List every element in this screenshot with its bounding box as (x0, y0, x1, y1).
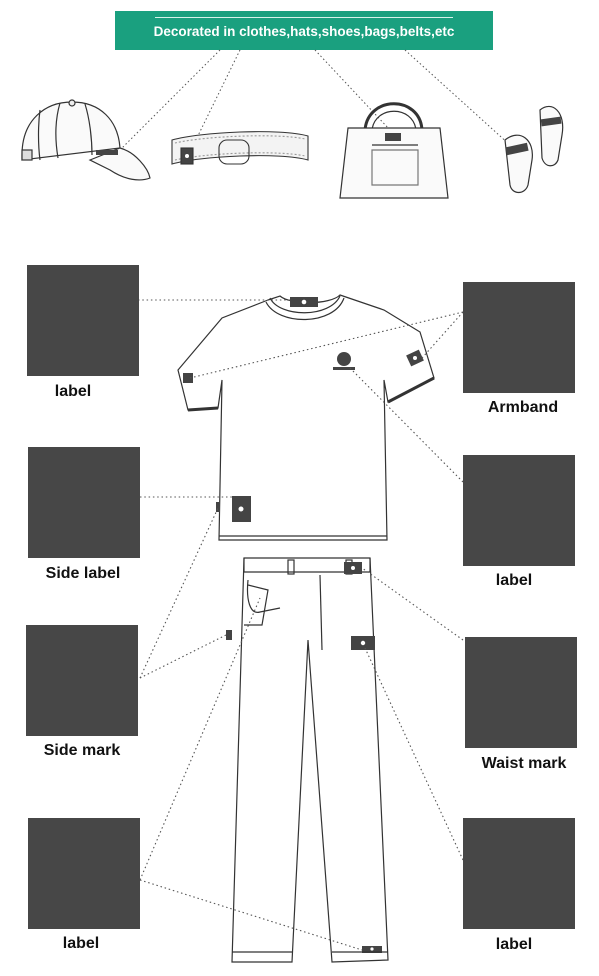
label-swatch-right-2 (463, 455, 575, 566)
leader-lines (138, 299, 464, 951)
caption-right-2: label (495, 572, 533, 589)
label-swatch-right-4 (463, 818, 575, 929)
armband-swatch (463, 282, 575, 393)
banner-rule (155, 17, 453, 18)
banner-connectors (119, 49, 511, 153)
caption-right-4: label (495, 936, 533, 953)
side-label-swatch (28, 447, 140, 558)
slippers-icon (504, 105, 564, 194)
caption-left-3: Side mark (43, 742, 121, 759)
side-mark-swatch (26, 625, 138, 736)
label-swatch-left-4 (28, 818, 140, 929)
cap-icon (21, 99, 151, 181)
waist-mark-swatch (465, 637, 577, 748)
handbag-icon (339, 102, 449, 199)
caption-left-4: label (62, 935, 100, 952)
caption-left-1: label (54, 383, 92, 400)
banner-text: Decorated in clothes,hats,shoes,bags,bel… (153, 24, 455, 39)
belt-icon (171, 131, 309, 165)
banner: Decorated in clothes,hats,shoes,bags,bel… (115, 11, 493, 50)
tshirt-icon (177, 294, 435, 541)
trousers-icon (226, 557, 389, 963)
caption-right-1: Armband (487, 399, 559, 416)
caption-right-3: Waist mark (481, 755, 567, 772)
caption-left-2: Side label (45, 565, 121, 582)
label-swatch-left-1 (27, 265, 139, 376)
